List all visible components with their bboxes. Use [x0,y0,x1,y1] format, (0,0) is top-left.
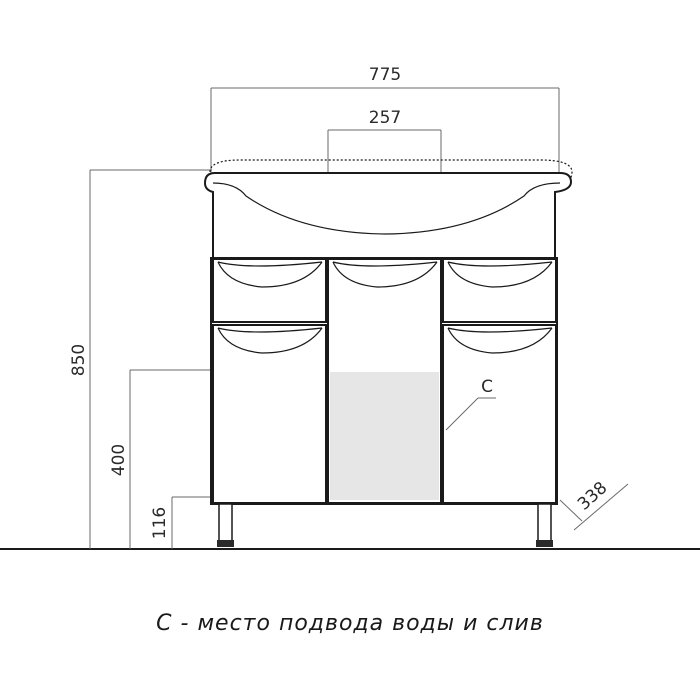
leg-left [217,503,234,547]
dimension-height-overall-label: 850 [69,344,89,376]
dimension-width-overall: 775 [210,65,560,180]
door-left [212,324,327,504]
dimension-width-niche-label: 257 [369,108,401,128]
drawer-top-left [212,258,327,323]
leg-right [536,503,553,547]
drawer-top-right [442,258,557,323]
dimension-height-legs: 116 [150,496,212,549]
marker-c: C [445,377,496,431]
dimension-depth: 338 [559,478,629,531]
caption: C - место подвода воды и слив [156,611,544,636]
dimension-height-overall: 850 [69,169,212,549]
plumbing-niche [330,372,439,500]
door-right [442,324,557,504]
dimension-depth-label: 338 [574,478,612,515]
marker-c-label: C [481,377,493,397]
dimension-height-plumbing-label: 400 [109,444,129,476]
dimension-height-legs-label: 116 [150,507,170,539]
dimension-height-plumbing: 400 [109,369,212,549]
basin [203,159,573,259]
dimension-width-overall-label: 775 [369,65,401,85]
